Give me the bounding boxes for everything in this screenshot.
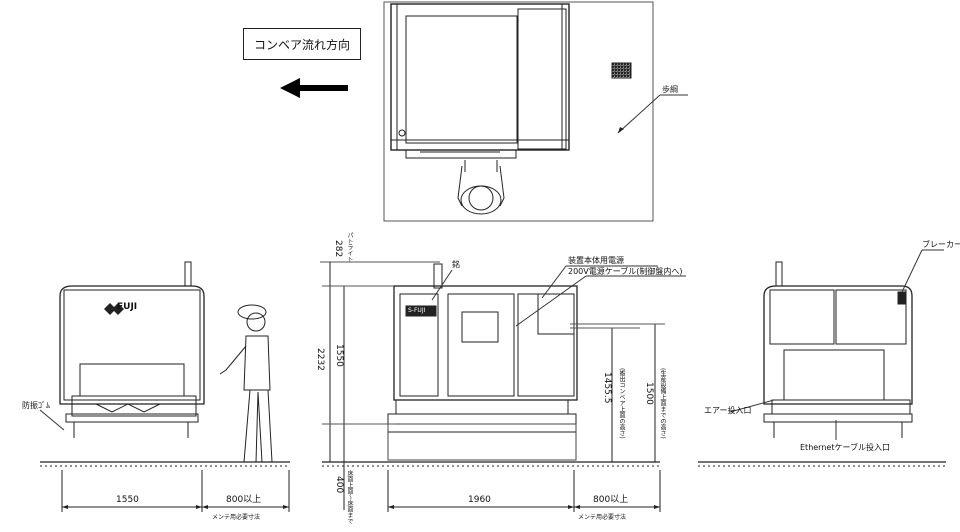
hazard-marker bbox=[611, 62, 632, 79]
front-maint-dim: 800以上 bbox=[593, 495, 629, 505]
panel-badge: S-FUJI bbox=[408, 307, 426, 314]
right-side-view bbox=[698, 249, 946, 467]
front-width-dim: 1960 bbox=[468, 495, 491, 505]
logo-callout: 銘 bbox=[452, 260, 460, 269]
ethernet-inlet-label: Ethernetケーブル投入口 bbox=[800, 443, 890, 452]
operator-silhouette-icon bbox=[219, 304, 273, 463]
top-view bbox=[383, 1, 688, 222]
dim-400: 400 bbox=[334, 476, 344, 494]
dim-base-note: 床面上面～床面まで bbox=[346, 470, 353, 524]
dim-1550: 1550 bbox=[334, 344, 344, 367]
hazard-label: 歩綱 bbox=[662, 85, 678, 94]
fuji-logo-icon bbox=[104, 303, 124, 315]
anchor-label: 防振ｺﾞﾑ bbox=[22, 401, 50, 410]
cable-callout: 200V電源ケーブル(制御盤内へ) bbox=[568, 267, 683, 276]
logo-text: FUJI bbox=[117, 302, 138, 312]
flow-arrow-icon bbox=[280, 78, 348, 98]
dim-1455-note: (搬出コンベア上面の高さ) bbox=[618, 368, 625, 439]
dim-1500: 1500 bbox=[644, 382, 654, 405]
left-maint-dim: 800以上 bbox=[226, 495, 262, 505]
dim-2232: 2232 bbox=[315, 348, 325, 371]
operator-top-icon bbox=[457, 160, 505, 215]
left-width-dim: 1550 bbox=[116, 495, 139, 505]
air-inlet-label: エアー投入口 bbox=[704, 406, 752, 415]
dim-1455: 1455.5 bbox=[602, 372, 612, 404]
flow-direction-label: コンベア流れ方向 bbox=[243, 28, 361, 60]
dim-282: 282 bbox=[333, 240, 343, 258]
front-maint-note: メンテ用必要寸法 bbox=[578, 514, 627, 521]
dim-lamp-label: パトライト bbox=[346, 232, 353, 262]
left-side-view bbox=[39, 261, 290, 512]
front-view bbox=[320, 261, 686, 512]
left-maint-note: メンテ用必要寸法 bbox=[212, 514, 261, 521]
dim-1500-note: (生産設備上面までの高さ) bbox=[659, 368, 666, 439]
breaker-label: ブレーカー bbox=[922, 240, 960, 249]
power-callout: 装置本体用電源 bbox=[568, 256, 624, 265]
